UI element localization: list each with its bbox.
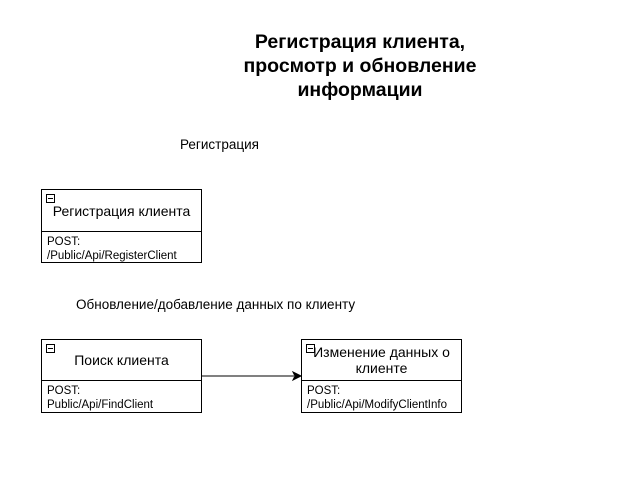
section-label-update: Обновление/добавление данных по клиенту — [76, 297, 356, 312]
node-modify-client-body: POST: /Public/Api/ModifyClientInfo — [307, 385, 447, 411]
collapse-icon[interactable] — [46, 194, 55, 203]
node-modify-client[interactable]: Изменение данных о клиенте POST: /Public… — [301, 339, 462, 413]
node-register-client-body: POST: /Public/Api/RegisterClient — [47, 236, 177, 262]
arrowhead-icon — [291, 370, 303, 382]
node-find-client[interactable]: Поиск клиента POST: Public/Api/FindClien… — [41, 339, 202, 413]
node-register-client-header: Регистрация клиента — [42, 190, 201, 232]
node-register-client[interactable]: Регистрация клиента POST: /Public/Api/Re… — [41, 189, 202, 263]
node-register-client-title: Регистрация клиента — [52, 202, 191, 219]
node-find-client-title: Поиск клиента — [74, 352, 169, 368]
node-modify-client-header: Изменение данных о клиенте — [302, 340, 461, 381]
node-find-client-header: Поиск клиента — [42, 340, 201, 381]
section-label-registration: Регистрация — [180, 137, 259, 152]
collapse-icon[interactable] — [46, 344, 55, 353]
node-find-client-body: POST: Public/Api/FindClient — [47, 385, 154, 411]
diagram-title: Регистрация клиента, просмотр и обновлен… — [243, 31, 477, 101]
node-modify-client-title: Изменение данных о клиенте — [313, 344, 450, 376]
collapse-icon[interactable] — [306, 344, 315, 353]
